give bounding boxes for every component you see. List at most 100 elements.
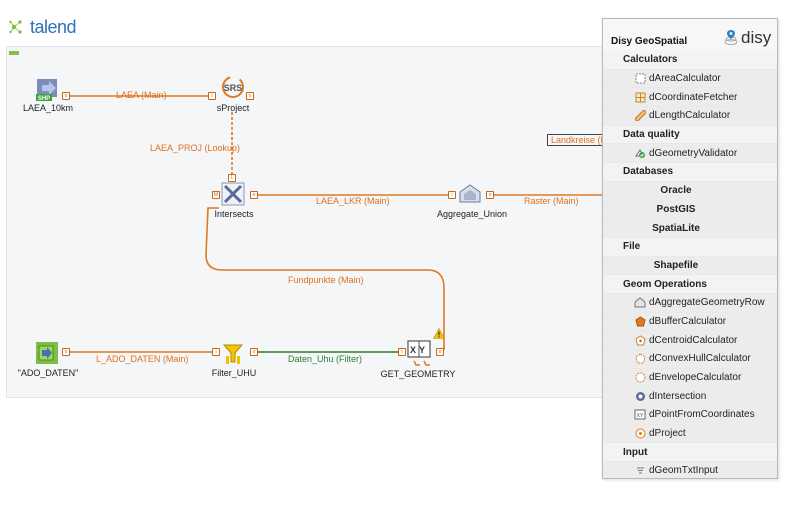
component-label-filter: Filter_UHU <box>211 368 257 378</box>
palette-group-shapefile[interactable]: Shapefile <box>603 256 777 276</box>
palette-item-label: dGeometryValidator <box>649 147 738 159</box>
svg-text:SRS: SRS <box>224 83 243 93</box>
palette-group-oracle[interactable]: Oracle <box>603 181 777 201</box>
palette-item-coordinate-fetcher[interactable]: dCoordinateFetcher <box>603 88 777 108</box>
palette-item-project[interactable]: dProject <box>603 424 777 444</box>
palette-item-geom-txt-input[interactable]: dGeomTxtInput <box>603 462 777 478</box>
palette-item-label: dConvexHullCalculator <box>649 353 751 365</box>
link-label-fundpunkte[interactable]: Fundpunkte (Main) <box>288 275 364 285</box>
palette-item-centroid-calculator[interactable]: dCentroidCalculator <box>603 331 777 350</box>
palette-item-label: dEnvelopeCalculator <box>649 372 742 384</box>
palette-item-intersection[interactable]: dIntersection <box>603 387 777 407</box>
palette-category-calculators[interactable]: Calculators <box>603 51 777 70</box>
link-label-ado[interactable]: L_ADO_DATEN (Main) <box>96 354 189 364</box>
palette-category-data-quality[interactable]: Data quality <box>603 125 777 145</box>
warning-icon[interactable] <box>433 328 445 339</box>
component-getgeom[interactable]: XY <box>406 339 436 366</box>
component-palette[interactable]: Disy GeoSpatial disy Calculators dAreaCa… <box>602 18 778 479</box>
palette-item-label: dIntersection <box>649 390 707 402</box>
convex-hull-icon <box>633 353 647 365</box>
palette-item-buffer-calculator[interactable]: dBufferCalculator <box>603 312 777 332</box>
palette-item-label: dCentroidCalculator <box>649 334 738 346</box>
palette-item-convex-hull-calculator[interactable]: dConvexHullCalculator <box>603 350 777 369</box>
project-icon <box>633 428 647 440</box>
link-label-filter[interactable]: Daten_Uhu (Filter) <box>288 354 363 364</box>
palette-item-label: dCoordinateFetcher <box>649 91 738 103</box>
palette-item-label: dAreaCalculator <box>649 73 721 85</box>
shp-input-icon: SHP <box>36 79 57 102</box>
palette-item-label: dLengthCalculator <box>649 110 731 122</box>
palette-group-spatialite[interactable]: SpatiaLite <box>603 219 777 238</box>
palette-item-length-calculator[interactable]: dLengthCalculator <box>603 107 777 126</box>
link-label-laea[interactable]: LAEA (Main) <box>116 90 167 100</box>
palette-category-file[interactable]: File <box>603 237 777 257</box>
intersection-icon <box>221 182 245 206</box>
palette-item-label: dBufferCalculator <box>649 315 727 327</box>
talend-logo-icon <box>8 17 28 37</box>
palette-item-geometry-validator[interactable]: dGeometryValidator <box>603 144 777 164</box>
palette-item-label: dAggregateGeometryRow <box>649 297 765 309</box>
input-port-filter[interactable]: i <box>212 348 220 356</box>
coordinate-icon <box>633 91 647 103</box>
palette-category-input[interactable]: Input <box>603 443 777 463</box>
component-ado[interactable] <box>34 340 64 366</box>
component-landkreise-partial[interactable]: Landkreise (L <box>547 134 606 146</box>
output-port-laea[interactable]: o <box>62 92 70 100</box>
srs-icon: SRS <box>222 76 244 98</box>
output-port-getgeom[interactable]: o <box>436 348 444 356</box>
aggregate-icon <box>459 184 481 203</box>
palette-list: Calculators dAreaCalculator dCoordinateF… <box>603 51 777 478</box>
component-laea[interactable]: SHP <box>34 77 64 103</box>
disy-logo: disy <box>723 28 771 48</box>
palette-category-geom-operations[interactable]: Geom Operations <box>603 275 777 294</box>
palette-item-envelope-calculator[interactable]: dEnvelopeCalculator <box>603 368 777 388</box>
buffer-icon <box>633 315 647 327</box>
svg-text:XY: XY <box>637 413 644 419</box>
palette-item-aggregate-geometry-row[interactable]: dAggregateGeometryRow <box>603 293 777 313</box>
input-port-getgeom[interactable]: i <box>398 348 406 356</box>
point-icon: XY <box>633 409 647 421</box>
link-label-laea-lkr[interactable]: LAEA_LKR (Main) <box>316 196 390 206</box>
main-port-intersects[interactable]: M <box>212 191 220 199</box>
link-label-laea-proj[interactable]: LAEA_PROJ (Lookup) <box>150 143 241 153</box>
component-label-aggregate: Aggregate_Union <box>436 209 508 219</box>
job-design-canvas[interactable] <box>6 46 606 398</box>
component-label-ado: "ADO_DATEN" <box>17 368 79 378</box>
talend-logo-text: talend <box>30 16 77 37</box>
link-label-raster[interactable]: Raster (Main) <box>524 196 579 206</box>
palette-group-postgis[interactable]: PostGIS <box>603 200 777 220</box>
palette-item-label: dProject <box>649 428 686 440</box>
talend-logo: talend <box>8 14 77 40</box>
component-label-laea: LAEA_10km <box>22 103 74 113</box>
input-port-aggregate[interactable]: i <box>448 191 456 199</box>
database-input-icon <box>36 342 58 364</box>
svg-text:XY: XY <box>410 345 428 355</box>
output-port-filter[interactable]: o <box>250 348 258 356</box>
canvas-tab-marker <box>9 51 19 55</box>
aggregate-icon <box>633 297 647 309</box>
output-port-aggregate[interactable]: o <box>486 191 494 199</box>
intersection-icon <box>633 390 647 402</box>
disy-logo-icon <box>724 30 738 45</box>
component-aggregate[interactable] <box>456 182 486 208</box>
palette-item-point-from-coordinates[interactable]: XY dPointFromCoordinates <box>603 406 777 425</box>
text-input-icon <box>633 465 647 477</box>
palette-item-label: dGeomTxtInput <box>649 465 718 477</box>
area-icon <box>633 73 647 85</box>
ruler-icon <box>633 110 647 122</box>
component-label-getgeom: GET_GEOMETRY <box>380 369 456 379</box>
output-port-intersects[interactable]: o <box>250 191 258 199</box>
output-port-ado[interactable]: o <box>62 348 70 356</box>
palette-item-label: dPointFromCoordinates <box>649 409 755 421</box>
component-intersects[interactable] <box>220 181 250 207</box>
component-filter[interactable] <box>222 342 252 368</box>
svg-text:SHP: SHP <box>38 96 50 102</box>
output-port-sproject[interactable]: o <box>246 92 254 100</box>
lookup-port-intersects[interactable]: L <box>228 174 236 182</box>
palette-item-area-calculator[interactable]: dAreaCalculator <box>603 69 777 89</box>
input-port-sproject[interactable]: i <box>208 92 216 100</box>
component-sproject[interactable]: SRS <box>218 73 248 99</box>
filter-icon <box>222 344 244 364</box>
palette-category-databases[interactable]: Databases <box>603 163 777 182</box>
palette-title: Disy GeoSpatial <box>611 36 688 47</box>
